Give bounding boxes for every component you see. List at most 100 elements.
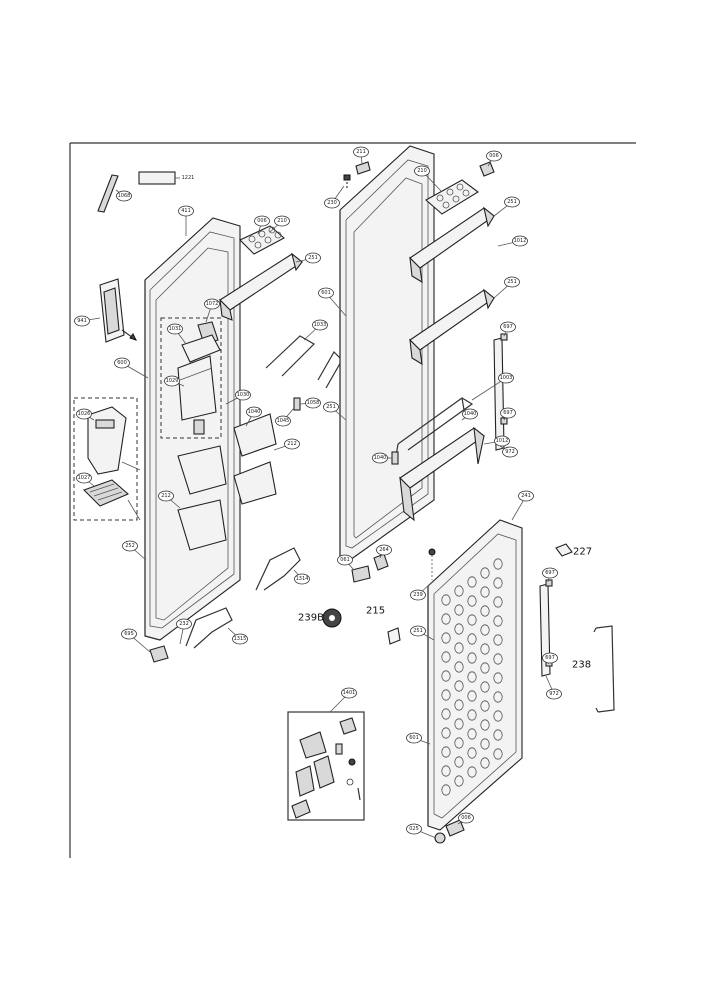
- part-025-foot: [434, 832, 446, 844]
- callout-239: 239: [410, 589, 426, 601]
- lower-door: [427, 519, 523, 831]
- door-dimple: [441, 727, 451, 739]
- part-215-clip: [387, 627, 401, 645]
- door-dimple: [480, 624, 490, 636]
- svg-text:230: 230: [327, 200, 337, 206]
- door-dimple: [454, 585, 464, 597]
- part-695-hinge: [149, 645, 169, 663]
- callout-1040: 1040: [246, 406, 262, 418]
- svg-text:1030: 1030: [237, 392, 250, 398]
- part-212-bin-lower-left: [177, 499, 227, 551]
- svg-text:1068: 1068: [118, 193, 131, 199]
- door-dimple: [493, 634, 503, 646]
- door-dimple: [480, 681, 490, 693]
- svg-text:210: 210: [417, 168, 427, 174]
- filter-assembly-box: [73, 397, 138, 521]
- callout-251: 251: [504, 276, 520, 288]
- door-dimple: [454, 756, 464, 768]
- part-1027-grille: [82, 479, 141, 521]
- part-211-cap: [355, 161, 371, 175]
- part-210-egg-tray-right: [425, 179, 479, 215]
- label-239b: 239B: [298, 613, 324, 624]
- callout-1029: 1029: [164, 375, 180, 387]
- part-239-screw: [428, 548, 436, 580]
- callout-252: 252: [122, 540, 138, 552]
- lower-door-dimple-grid: [441, 558, 503, 796]
- callout-697: 697: [542, 567, 558, 579]
- part-251-top-shelf: [219, 252, 303, 321]
- part-227-cap: [555, 543, 573, 557]
- door-dimple: [441, 708, 451, 720]
- door-dimple: [480, 643, 490, 655]
- part-212-bin-upper-right: [233, 413, 277, 457]
- svg-text:1012: 1012: [514, 238, 527, 244]
- callout-697: 697: [500, 321, 516, 333]
- callout-241: 241: [518, 490, 534, 502]
- label-215: 215: [366, 606, 385, 617]
- door-dimple: [480, 605, 490, 617]
- callout-1221: 1221: [182, 175, 195, 181]
- callout-251: 251: [305, 252, 321, 264]
- callout-251: 251: [410, 625, 426, 637]
- svg-text:1315: 1315: [234, 636, 247, 642]
- svg-text:211: 211: [356, 149, 366, 155]
- door-dimple: [493, 691, 503, 703]
- svg-text:972: 972: [505, 449, 515, 455]
- callout-1012: 1012: [512, 235, 528, 247]
- part-210-egg-tray: [239, 225, 285, 255]
- part-1026-filter: [87, 406, 141, 475]
- callout-1068: 1068: [116, 190, 132, 202]
- door-dimple: [454, 642, 464, 654]
- svg-text:1040: 1040: [248, 409, 261, 415]
- door-dimple: [480, 567, 490, 579]
- callout-212: 212: [284, 438, 300, 450]
- callout-1040: 1040: [372, 452, 388, 464]
- callout-972: 972: [546, 688, 562, 700]
- callout-251: 251: [504, 196, 520, 208]
- callout-1315: 1315: [232, 633, 248, 645]
- door-dimple: [493, 748, 503, 760]
- callout-210: 210: [414, 165, 430, 177]
- door-dimple: [493, 672, 503, 684]
- door-dimple: [441, 670, 451, 682]
- callout-697: 697: [500, 407, 516, 419]
- part-212-bin-upper-left: [177, 445, 227, 495]
- callout-211: 211: [353, 146, 369, 158]
- svg-text:251: 251: [326, 404, 336, 410]
- door-dimple: [480, 586, 490, 598]
- door-dimple: [493, 577, 503, 589]
- callout-1040: 1040: [462, 408, 478, 420]
- door-dimple: [480, 757, 490, 769]
- door-dimple: [493, 710, 503, 722]
- part-1315-wire: [185, 607, 233, 649]
- svg-text:972: 972: [549, 691, 559, 697]
- door-dimple: [467, 576, 477, 588]
- part-1221-label: [138, 171, 176, 185]
- svg-text:251: 251: [507, 279, 517, 285]
- svg-text:1012: 1012: [496, 438, 509, 444]
- door-dimple: [454, 699, 464, 711]
- part-1314-wire: [255, 547, 301, 591]
- part-006-block: [479, 161, 495, 177]
- svg-text:697: 697: [545, 655, 555, 661]
- svg-text:006: 006: [257, 218, 267, 224]
- callout-600: 600: [114, 357, 130, 369]
- door-dimple: [467, 652, 477, 664]
- part-1040-pin-center: [391, 451, 399, 465]
- callout-232: 232: [176, 618, 192, 630]
- part-212-bin-lower-right: [233, 461, 277, 505]
- part-1058-pin: [293, 397, 301, 411]
- door-dimple: [454, 623, 464, 635]
- door-dimple: [454, 775, 464, 787]
- callout-1401: 1401: [341, 687, 357, 699]
- svg-text:210: 210: [277, 218, 287, 224]
- door-dimple: [467, 633, 477, 645]
- callout-601: 601: [318, 287, 334, 299]
- door-dimple: [480, 719, 490, 731]
- door-dimple: [467, 709, 477, 721]
- callout-1058: 1058: [305, 397, 321, 409]
- svg-text:212: 212: [287, 441, 297, 447]
- door-dimple: [467, 595, 477, 607]
- svg-text:006: 006: [461, 815, 471, 821]
